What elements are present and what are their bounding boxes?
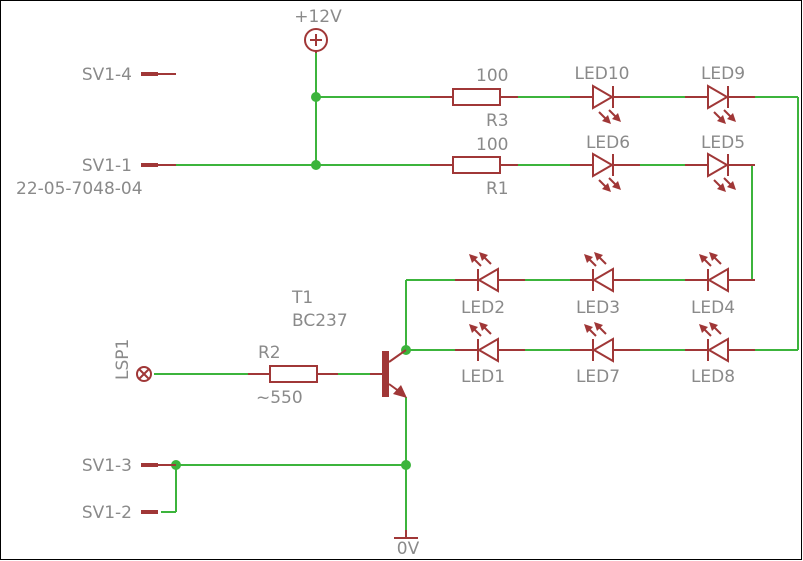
sv1-2-label: SV1-2 bbox=[82, 503, 132, 523]
ground-symbol bbox=[394, 530, 418, 539]
ground-label: 0V bbox=[397, 539, 420, 559]
r2-value: ~550 bbox=[256, 388, 303, 408]
led4-label: LED4 bbox=[691, 298, 735, 318]
sv1-1-label: SV1-1 bbox=[82, 156, 132, 176]
led10 bbox=[570, 84, 640, 124]
led2 bbox=[455, 252, 525, 293]
wires bbox=[154, 53, 799, 538]
led6 bbox=[570, 152, 640, 192]
led1 bbox=[455, 322, 525, 363]
r3-value: 100 bbox=[476, 66, 508, 86]
led9 bbox=[685, 84, 755, 124]
led2-label: LED2 bbox=[461, 298, 505, 318]
r1-value: 100 bbox=[476, 135, 508, 155]
led8-label: LED8 bbox=[691, 367, 735, 387]
sv1-4-label: SV1-4 bbox=[82, 65, 132, 85]
led6-label: LED6 bbox=[586, 133, 630, 153]
transistor-t1 bbox=[370, 349, 407, 398]
r3-name: R3 bbox=[486, 111, 509, 131]
connector-lsp1 bbox=[136, 366, 152, 382]
led5 bbox=[685, 152, 755, 192]
led3 bbox=[570, 252, 640, 293]
resistor-r1 bbox=[430, 156, 518, 174]
led4 bbox=[685, 252, 755, 293]
led3-label: LED3 bbox=[576, 298, 620, 318]
led8 bbox=[685, 322, 755, 363]
r2-name: R2 bbox=[258, 343, 281, 363]
lsp1-label: LSP1 bbox=[113, 339, 133, 380]
resistor-r3 bbox=[430, 88, 518, 106]
sv1-1-part-number: 22-05-7048-04 bbox=[16, 179, 143, 199]
sv1-3-label: SV1-3 bbox=[82, 456, 132, 476]
resistor-r2 bbox=[248, 365, 338, 383]
t1-type: BC237 bbox=[292, 311, 348, 331]
supply-symbol bbox=[304, 28, 328, 53]
r1-name: R1 bbox=[486, 179, 509, 199]
led1-label: LED1 bbox=[461, 367, 505, 387]
led10-label: LED10 bbox=[575, 64, 630, 84]
supply-label: +12V bbox=[294, 7, 342, 27]
led7-label: LED7 bbox=[576, 367, 620, 387]
led7 bbox=[570, 322, 640, 363]
junctions bbox=[171, 92, 411, 470]
led9-label: LED9 bbox=[701, 64, 745, 84]
led5-label: LED5 bbox=[701, 133, 745, 153]
t1-name: T1 bbox=[291, 288, 313, 308]
